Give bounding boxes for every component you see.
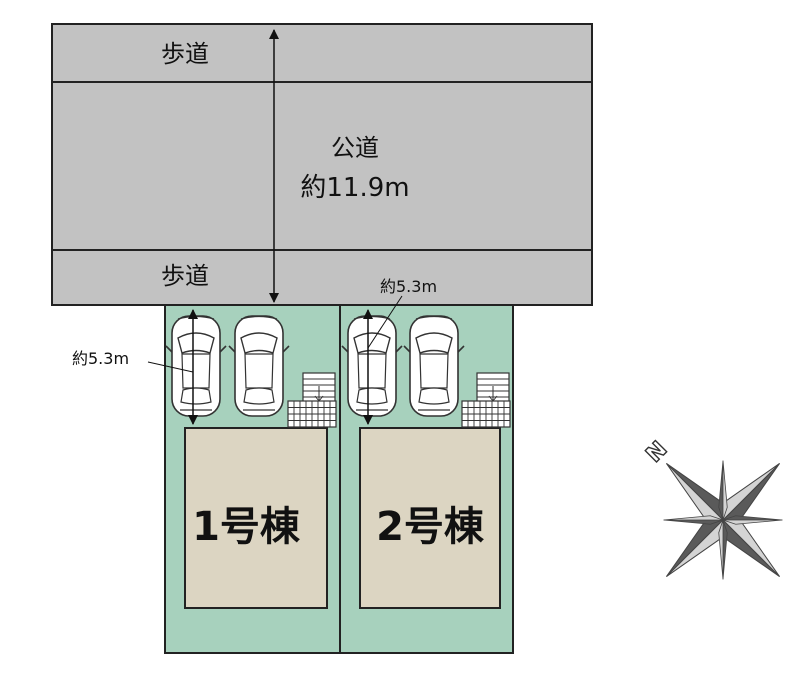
house-2	[359, 427, 501, 609]
north-marker-label: N	[642, 437, 673, 468]
house-1	[184, 427, 328, 609]
compass-icon: N	[641, 436, 783, 580]
sidewalk-top-label: 歩道	[161, 40, 209, 68]
grate-icon	[461, 400, 511, 428]
sidewalk-bottom	[51, 249, 593, 306]
grate-icon	[287, 400, 337, 428]
road-width-label: 約11.9m	[300, 173, 409, 203]
meter-box-icon	[302, 372, 336, 404]
public-road	[51, 81, 593, 251]
lot-2-leader-line	[367, 295, 403, 349]
road-label: 公道	[331, 134, 379, 162]
car-icon	[165, 315, 227, 417]
car-icon	[228, 315, 290, 417]
lot-1-width-label: 約5.3m	[72, 349, 129, 368]
road-area	[51, 23, 593, 306]
lot-1-leader-line	[147, 361, 194, 373]
car-icon	[403, 315, 465, 417]
lot-2-width-label: 約5.3m	[380, 277, 437, 296]
house-1-label: 1号棟	[192, 504, 301, 550]
car-icon	[341, 315, 403, 417]
sidewalk-bottom-label: 歩道	[161, 262, 209, 290]
sidewalk-top	[51, 23, 593, 83]
meter-box-icon	[476, 372, 510, 404]
house-2-label: 2号棟	[376, 504, 485, 550]
